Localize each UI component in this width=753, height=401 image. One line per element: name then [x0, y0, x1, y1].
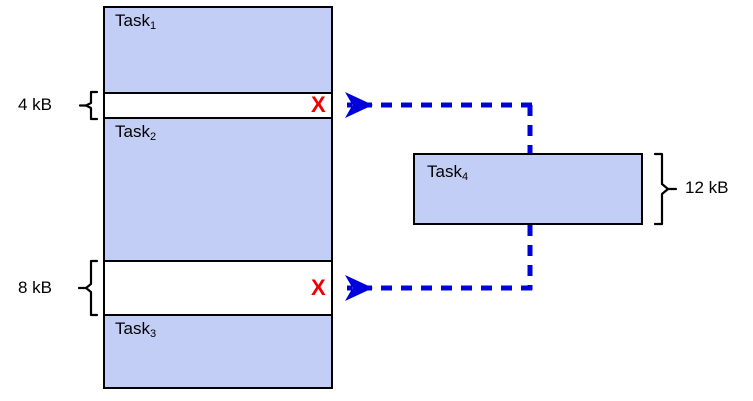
reject-x-icon-hole-4kb: X: [311, 92, 326, 117]
memory-segment-task1-label: Task1: [115, 11, 157, 32]
brace-task4-12kb: [653, 152, 670, 226]
memory-segment-task3: Task3: [103, 314, 333, 389]
size-label-hole-4kb: 4 kB: [18, 95, 53, 114]
size-label-hole-8kb: 8 kB: [18, 278, 53, 297]
brace-hole-8kb: [84, 259, 99, 317]
reject-x-icon-hole-8kb: X: [311, 275, 326, 300]
memory-segment-task2-label: Task2: [115, 122, 157, 143]
incoming-task4-block: Task4: [413, 153, 643, 225]
incoming-task4-label: Task4: [427, 162, 469, 183]
brace-hole-4kb: [84, 90, 99, 121]
memory-segment-task1: Task1: [103, 6, 333, 94]
memory-segment-task3-label: Task3: [115, 319, 157, 340]
memory-hole-8kb: [103, 262, 333, 314]
memory-segment-task2: Task2: [103, 117, 333, 262]
size-label-task4-12kb: 12 kB: [685, 178, 729, 197]
memory-hole-4kb: [103, 94, 333, 117]
